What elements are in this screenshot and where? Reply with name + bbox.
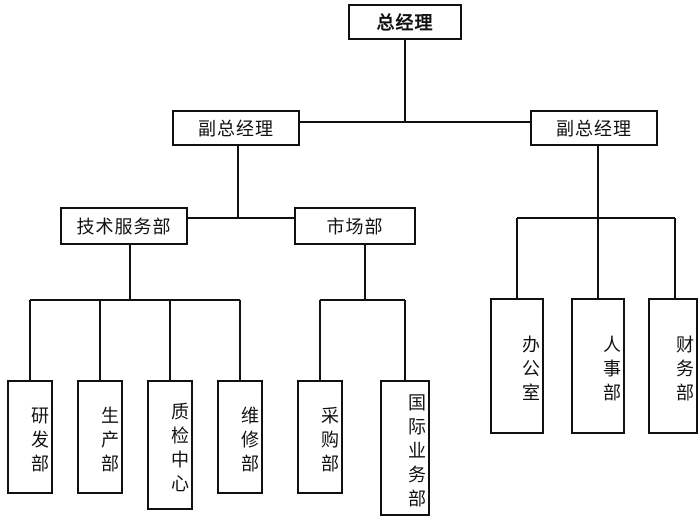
node-finance-dept: 财务部 <box>648 298 698 434</box>
node-label: 市场部 <box>326 217 384 238</box>
node-label: 维修部 <box>238 406 259 478</box>
node-label: 技术服务部 <box>76 217 172 238</box>
node-label: 采购部 <box>318 406 339 478</box>
node-label: 生产部 <box>98 406 119 478</box>
node-label: 国际业务部 <box>405 393 426 513</box>
node-label: 财务部 <box>673 335 694 407</box>
node-label: 质检中心 <box>168 402 189 498</box>
node-research-dept: 研发部 <box>7 380 53 494</box>
node-general-manager: 总经理 <box>348 4 462 40</box>
node-deputy-gm-left: 副总经理 <box>172 110 300 146</box>
node-maintenance-dept: 维修部 <box>217 380 263 494</box>
node-intl-business-dept: 国际业务部 <box>380 380 430 516</box>
node-label: 副总经理 <box>556 119 632 140</box>
node-hr-dept: 人事部 <box>571 298 625 434</box>
node-tech-service-dept: 技术服务部 <box>60 207 188 245</box>
node-label: 副总经理 <box>198 119 274 140</box>
node-label: 总经理 <box>376 13 434 34</box>
node-qc-center: 质检中心 <box>147 380 193 510</box>
node-deputy-gm-right: 副总经理 <box>530 110 658 146</box>
node-label: 人事部 <box>600 335 621 407</box>
node-label: 办公室 <box>519 335 540 407</box>
node-label: 研发部 <box>28 406 49 478</box>
node-production-dept: 生产部 <box>77 380 123 494</box>
node-market-dept: 市场部 <box>294 207 416 245</box>
node-office: 办公室 <box>490 298 544 434</box>
node-purchasing-dept: 采购部 <box>297 380 343 494</box>
